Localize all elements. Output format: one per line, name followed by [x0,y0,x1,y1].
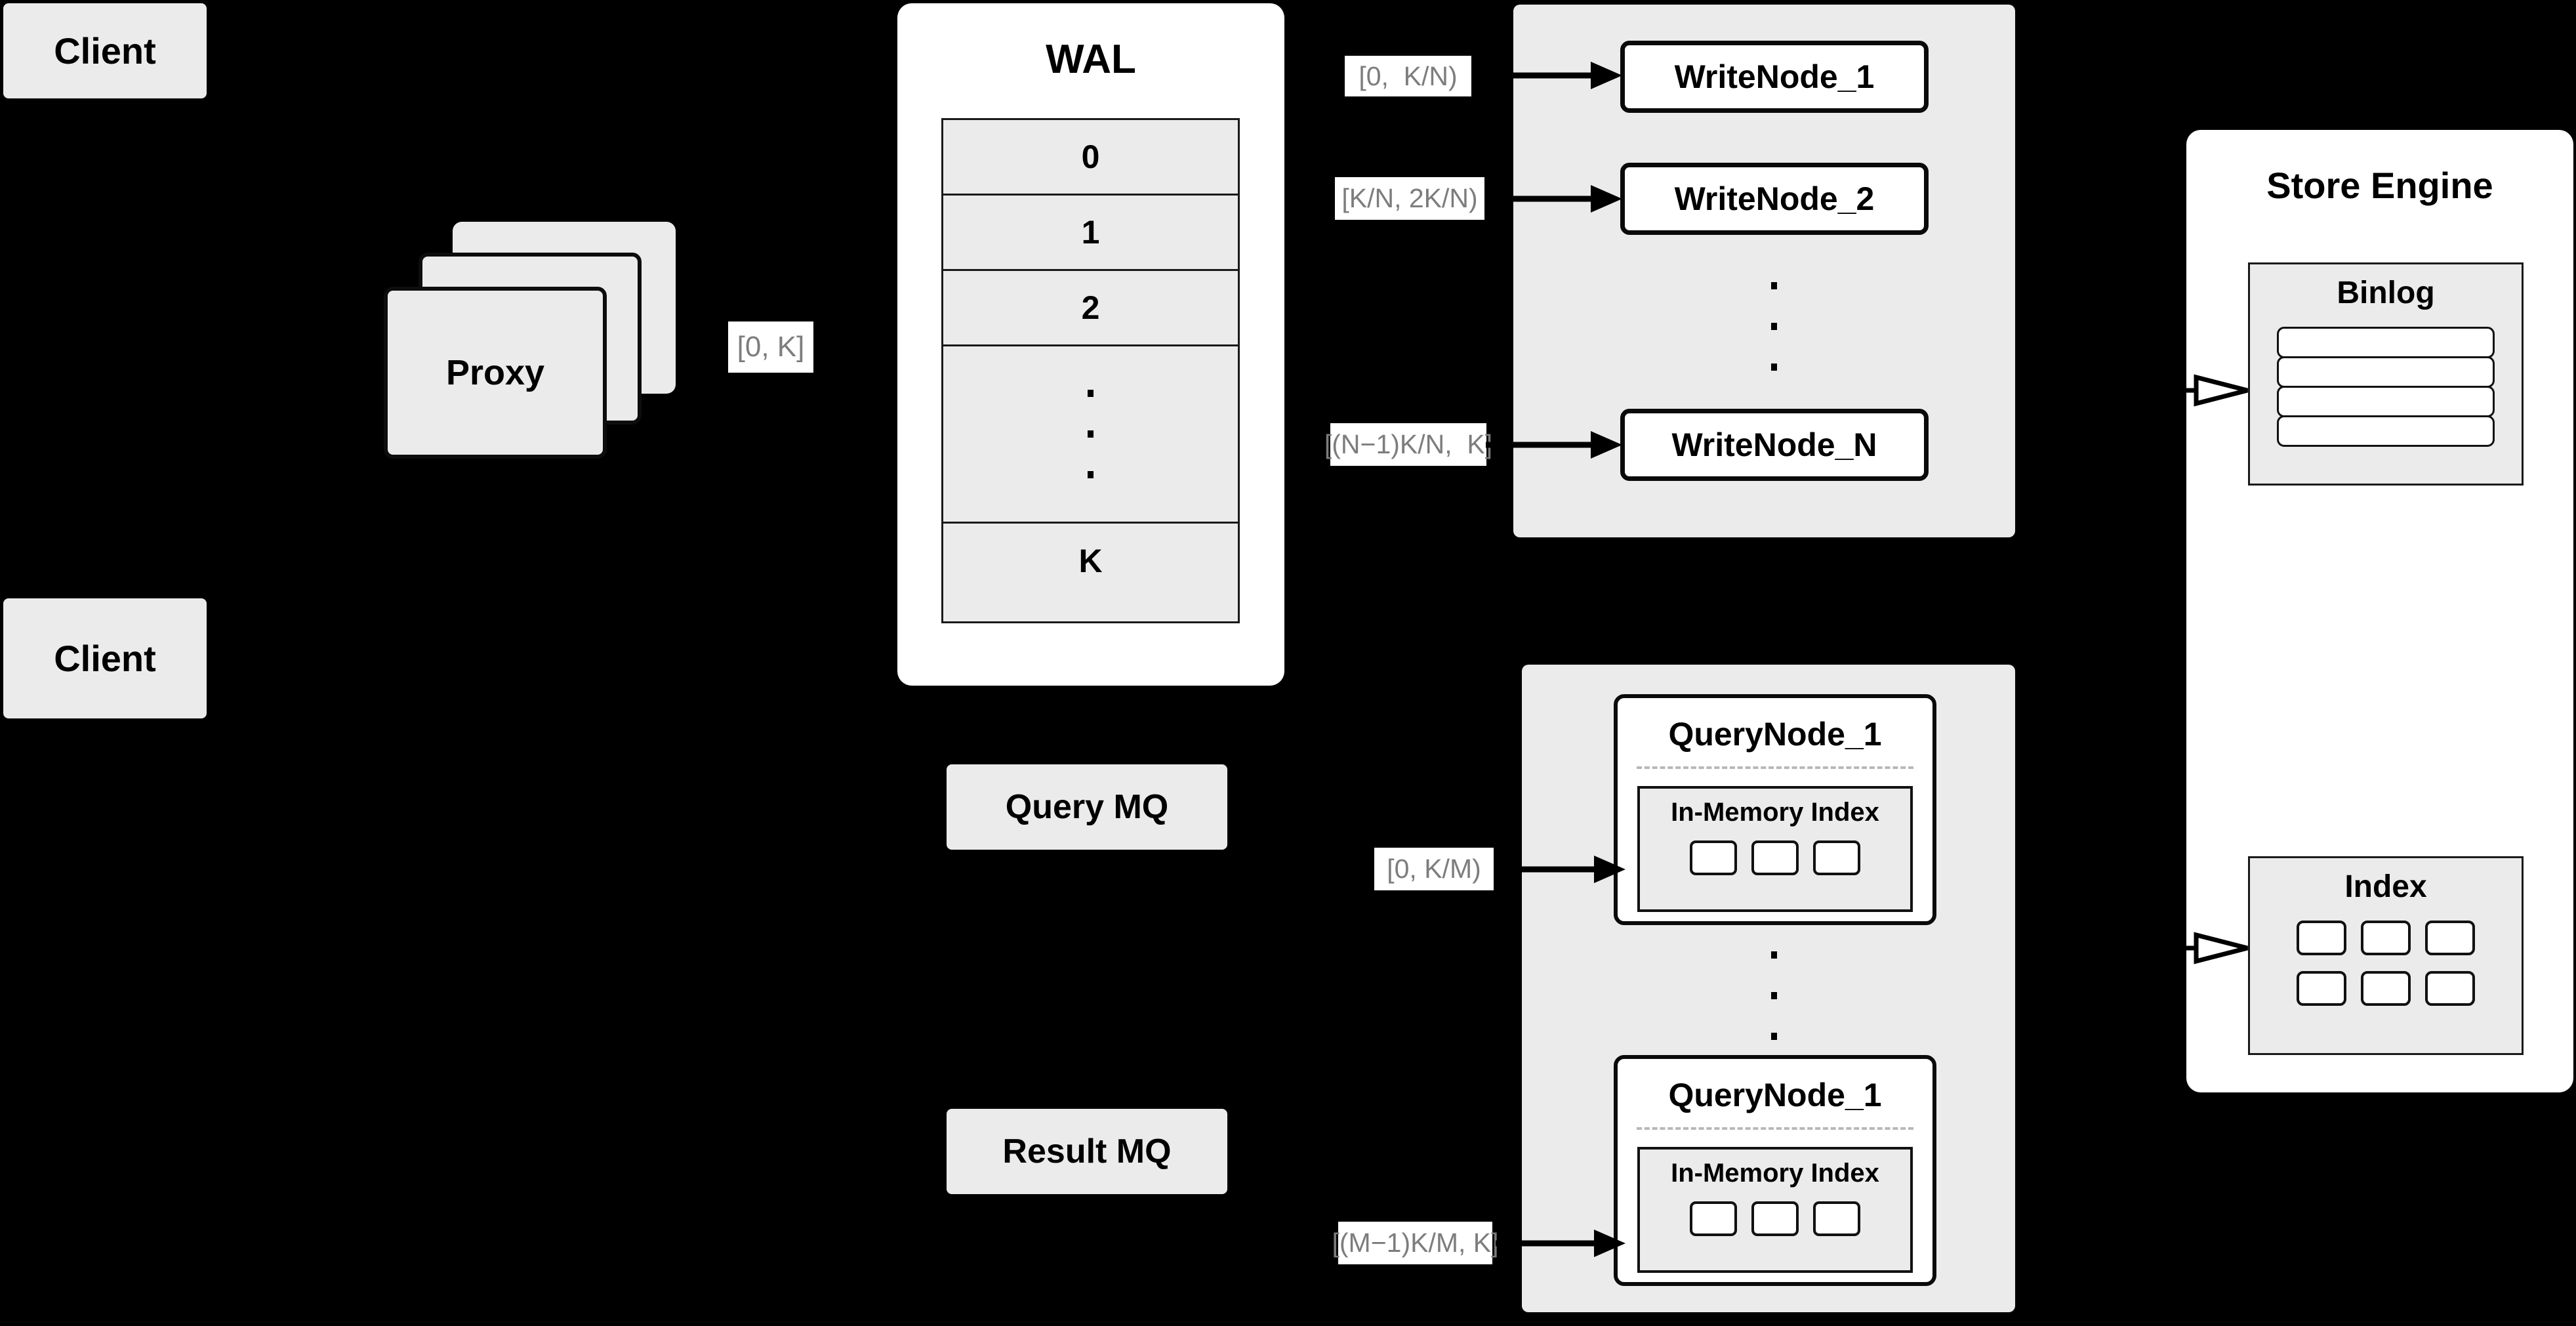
query-node-label: QueryNode_1 [1668,716,1882,753]
write-node-label: WriteNode_N [1671,426,1877,463]
proxy-output-range-label: [0, K] [728,321,813,373]
arrow-to-query-node-1 [1496,856,1625,883]
query-node-2[interactable]: QueryNode_1 In-Memory Index [1614,1055,1936,1286]
write-node-label: WriteNode_2 [1674,180,1875,217]
write-node-1[interactable]: WriteNode_1 [1620,41,1929,113]
query-node-divider [1636,1127,1914,1130]
wal-row-ellipsis [943,346,1238,524]
index-cell [1813,1201,1860,1236]
write-node-2[interactable]: WriteNode_2 [1620,163,1929,235]
wal-table: 0 1 2 K [941,118,1240,623]
binlog-bar [2277,356,2495,388]
index-cell [1751,1201,1799,1236]
arrow-to-write-node-2 [1486,185,1622,213]
arrow-to-write-node-n [1486,431,1622,459]
query-node-label: QueryNode_1 [1668,1077,1882,1113]
query-node-divider [1636,766,1914,769]
index-cell [1690,1201,1737,1236]
in-memory-index-box: In-Memory Index [1637,1147,1913,1273]
in-memory-index-title: In-Memory Index [1671,798,1879,827]
query-mq-box[interactable]: Query MQ [947,764,1227,850]
proxy-label: Proxy [445,353,545,392]
index-cell [2425,921,2475,955]
write-cluster-ellipsis-icon [1771,282,1777,371]
query-cluster-ellipsis-icon [1771,951,1777,1040]
wal-row: 1 [943,196,1238,271]
index-cell [2425,971,2475,1006]
arrow-to-store-index [2119,932,2248,964]
query-node-1[interactable]: QueryNode_1 In-Memory Index [1614,694,1936,925]
result-mq-label: Result MQ [1002,1132,1172,1171]
store-index-box: Index [2248,856,2524,1055]
arrow-to-query-node-2 [1496,1230,1625,1257]
query-range-label-2: [(M−1)K/M, K] [1332,1222,1499,1264]
write-node-label: WriteNode_1 [1674,58,1875,95]
store-index-title: Index [2344,869,2427,904]
index-cell [2361,971,2411,1006]
client-box-2[interactable]: Client [3,598,207,718]
client-box-1[interactable]: Client [3,3,207,98]
in-memory-index-box: In-Memory Index [1637,786,1913,912]
binlog-bar [2277,327,2495,358]
index-cell [2361,921,2411,955]
index-cell [2297,921,2346,955]
wal-row: K [943,524,1238,598]
binlog-box: Binlog [2248,262,2524,486]
client-label: Client [54,30,156,72]
vertical-ellipsis-icon [1088,390,1094,478]
write-range-label-n: [(N−1)K/N, K] [1324,423,1492,466]
index-cell [1690,840,1737,875]
query-mq-label: Query MQ [1005,788,1169,826]
binlog-bar [2277,415,2495,447]
binlog-title: Binlog [2337,276,2435,310]
arrow-to-write-node-1 [1486,62,1622,89]
write-range-label-2: [K/N, 2K/N) [1335,177,1484,220]
write-node-n[interactable]: WriteNode_N [1620,409,1929,481]
wal-title: WAL [1046,37,1136,82]
index-cell [1751,840,1799,875]
wal-row: 0 [943,120,1238,196]
client-label: Client [54,638,156,679]
write-range-label-1: [0, K/N) [1345,56,1471,96]
wal-row: 2 [943,271,1238,346]
arrow-to-binlog [2119,374,2248,407]
in-memory-index-title: In-Memory Index [1671,1159,1879,1188]
store-engine-title: Store Engine [2266,165,2493,206]
index-cell [1813,840,1860,875]
proxy-card-front[interactable]: Proxy [384,287,607,459]
result-mq-box[interactable]: Result MQ [947,1109,1227,1194]
index-cell [2297,971,2346,1006]
query-range-label-1: [0, K/M) [1374,848,1494,890]
binlog-bar [2277,386,2495,417]
